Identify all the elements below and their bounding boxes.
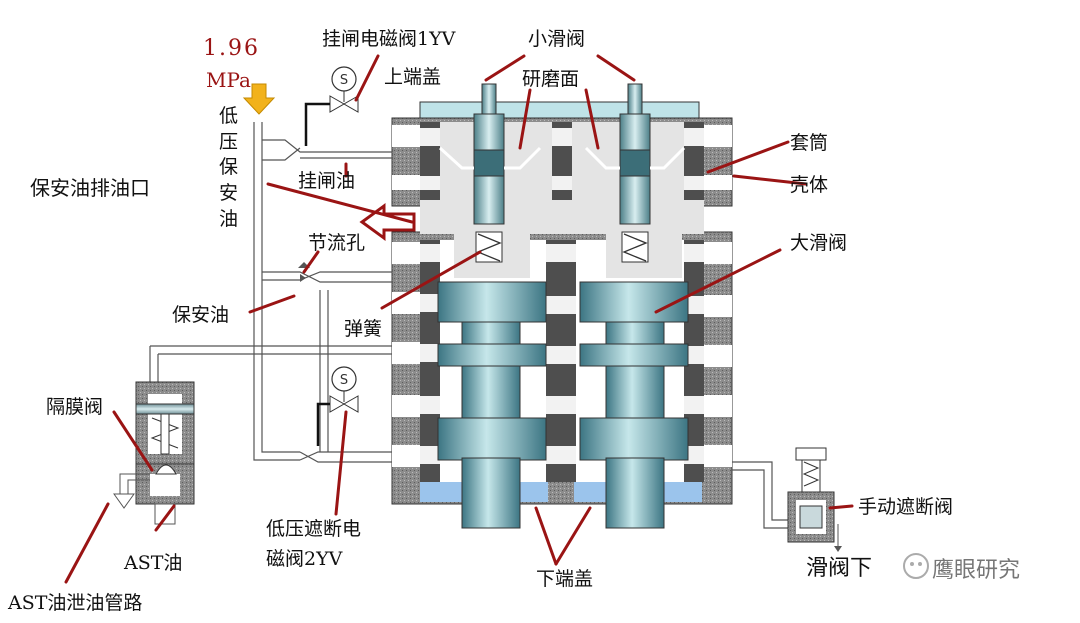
label-orifice: 节流孔 <box>308 232 366 254</box>
leader-lines <box>64 54 854 584</box>
label-ast-drain-pipe: AST油泄油管路 <box>8 592 143 614</box>
large-slide-valve-left <box>437 281 547 529</box>
label-grinding-surface: 研磨面 <box>522 68 580 90</box>
trip-solenoid-1yv: S <box>304 66 359 146</box>
watermark-text: 鹰眼研究 <box>932 558 1021 583</box>
label-housing: 壳体 <box>790 174 829 196</box>
label-slide-valve-lower: 滑阀下 <box>806 556 873 581</box>
label-trip-oil: 挂闸油 <box>298 170 356 192</box>
label-safety-oil: 保安油 <box>172 304 230 326</box>
oil-piping <box>149 118 790 529</box>
label-upper-end-cover: 上端盖 <box>384 66 442 88</box>
label-lower-end-cover: 下端盖 <box>536 568 594 590</box>
supply-arrow <box>242 83 276 115</box>
label-diaphragm-valve: 隔膜阀 <box>46 396 104 418</box>
large-slide-valve-right <box>579 281 689 529</box>
label-lp-cutoff-solenoid-line2: 磁阀2YV <box>266 548 343 570</box>
svg-text:S: S <box>340 373 348 388</box>
label-low-pressure-safety-oil: 低压保安油 <box>219 105 239 230</box>
pressure-value: 1.96 <box>203 36 260 61</box>
svg-text:S: S <box>340 73 348 88</box>
small-slide-valve-left <box>438 83 542 263</box>
drain-arrow <box>359 203 416 241</box>
label-trip-solenoid: 挂闸电磁阀1YV <box>322 28 456 50</box>
pressure-unit: MPa <box>206 68 251 92</box>
label-safety-oil-drain: 保安油排油口 <box>30 176 150 200</box>
wechat-watermark-icon <box>903 553 929 579</box>
label-large-slide-valve: 大滑阀 <box>790 232 848 254</box>
label-small-slide-valve: 小滑阀 <box>528 28 586 50</box>
manual-cutoff-valve <box>787 447 842 552</box>
diaphragm-valve <box>113 381 195 525</box>
lp-cutoff-solenoid-2yv: S <box>316 366 359 446</box>
label-manual-cutoff-valve: 手动遮断阀 <box>858 496 954 518</box>
small-slide-valve-right <box>584 83 686 263</box>
label-sleeve: 套筒 <box>790 132 829 154</box>
label-spring: 弹簧 <box>344 318 383 340</box>
label-lp-cutoff-solenoid-line1: 低压遮断电 <box>266 518 362 540</box>
label-ast-oil: AST油 <box>124 552 183 574</box>
